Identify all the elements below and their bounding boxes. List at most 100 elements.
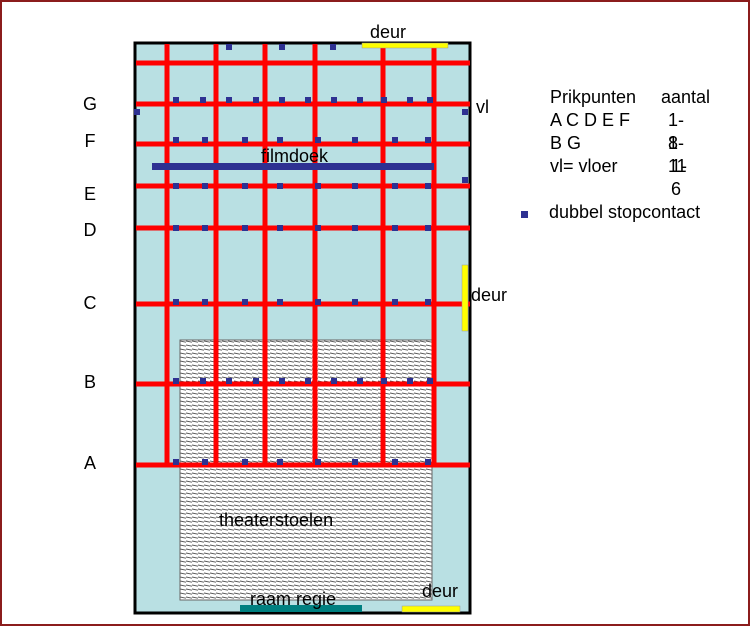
socket-icon [242, 225, 248, 231]
control-window [240, 605, 362, 612]
socket-icon [200, 378, 206, 384]
socket-icon [173, 299, 179, 305]
door-bottom-label: deur [422, 581, 459, 601]
socket-icon [277, 299, 283, 305]
socket-icon [315, 459, 321, 465]
legend-row: B G 1-11 [550, 132, 687, 176]
socket-icon [253, 378, 259, 384]
socket-icon [425, 225, 431, 231]
socket-icon [462, 109, 468, 115]
legend-row-name: A C D E F [550, 110, 631, 130]
socket-icon [305, 378, 311, 384]
legend-title-col2: aantal [661, 87, 711, 107]
socket-icon [392, 225, 398, 231]
socket-icon [425, 183, 431, 189]
door-right-label: deur [471, 285, 508, 305]
legend: Prikpunten aantal A C D E F 1-8 B G 1-11… [550, 86, 710, 199]
socket-icon [226, 44, 232, 50]
row-label: F [84, 131, 96, 151]
socket-icon [173, 378, 179, 384]
socket-icon [277, 183, 283, 189]
socket-icon [242, 299, 248, 305]
socket-icon [315, 183, 321, 189]
socket-icon [305, 97, 311, 103]
socket-icon [392, 459, 398, 465]
socket-icon [407, 97, 413, 103]
socket-icon [357, 97, 363, 103]
socket-icon [277, 459, 283, 465]
socket-icon [392, 183, 398, 189]
socket-icon [279, 97, 285, 103]
socket-icon [425, 459, 431, 465]
socket-icon [357, 378, 363, 384]
socket-icon [392, 299, 398, 305]
socket-icon [242, 183, 248, 189]
socket-icon [277, 225, 283, 231]
socket-icon [279, 378, 285, 384]
legend-row-name: B G [550, 133, 582, 153]
window-label: raam regie [250, 589, 337, 609]
socket-icon [315, 299, 321, 305]
door-top [361, 42, 449, 49]
socket-icon [173, 183, 179, 189]
socket-icon [330, 44, 336, 50]
socket-icon [427, 97, 433, 103]
socket-icon [352, 459, 358, 465]
legend-header: Prikpunten aantal [550, 86, 710, 109]
seats-label: theaterstoelen [219, 510, 334, 530]
socket-icon [134, 109, 140, 115]
row-label: D [83, 220, 97, 240]
door-right [461, 264, 469, 332]
socket-icon [425, 299, 431, 305]
socket-icon [392, 137, 398, 143]
socket-icon [352, 137, 358, 143]
film-screen [152, 163, 434, 170]
socket-icon [352, 183, 358, 189]
socket-icon [202, 137, 208, 143]
socket-icon [315, 225, 321, 231]
socket-icon [427, 378, 433, 384]
row-label: A [83, 453, 96, 473]
socket-icon [202, 299, 208, 305]
legend-row: A C D E F 1-8 [550, 109, 684, 153]
socket-icon [242, 137, 248, 143]
legend-row: vl= vloer 1-6 [550, 155, 687, 199]
socket-icon [381, 378, 387, 384]
socket-icon [331, 97, 337, 103]
socket-icon [277, 137, 283, 143]
screen-label: filmdoek [261, 146, 329, 166]
socket-icon [173, 459, 179, 465]
socket-icon [173, 97, 179, 103]
socket-icon [242, 459, 248, 465]
socket-icon [352, 299, 358, 305]
door-top-label: deur [370, 22, 407, 42]
socket-icon [407, 378, 413, 384]
legend-row-range: 1-11 [668, 133, 687, 176]
socket-icon [352, 225, 358, 231]
legend-row-name: vl= vloer [550, 156, 618, 176]
socket-icon [202, 225, 208, 231]
legend-row-range: 1-8 [668, 110, 685, 153]
socket-icon [173, 225, 179, 231]
socket-icon [425, 137, 431, 143]
socket-icon [331, 378, 337, 384]
socket-icon [381, 97, 387, 103]
socket-icon [226, 378, 232, 384]
floor-label: vl [476, 97, 489, 117]
socket-icon [315, 137, 321, 143]
socket-icon [202, 183, 208, 189]
socket-icon [462, 177, 468, 183]
door-bottom [401, 605, 461, 613]
row-label: B [83, 372, 96, 392]
socket-icon [200, 97, 206, 103]
row-label: E [83, 184, 96, 204]
legend-socket-label: dubbel stopcontact [549, 202, 701, 222]
socket-icon [173, 137, 179, 143]
row-label: G [82, 94, 97, 114]
legend-title-col1: Prikpunten [550, 87, 637, 107]
row-label: C [83, 293, 97, 313]
socket-icon [226, 97, 232, 103]
socket-icon [521, 211, 528, 218]
